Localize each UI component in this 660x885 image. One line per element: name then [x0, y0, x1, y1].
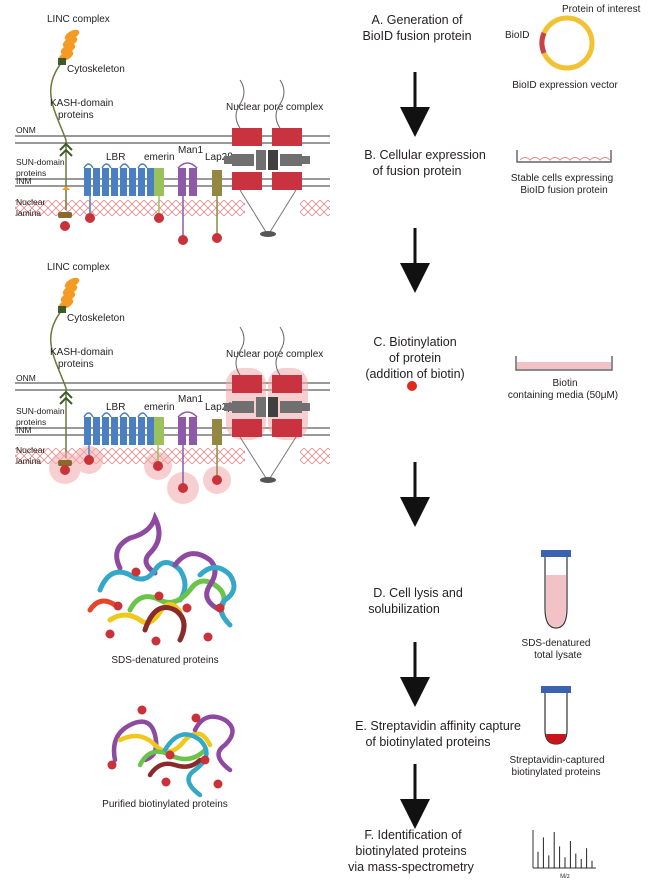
svg-text:B. Cellular expression: B. Cellular expression — [364, 148, 486, 162]
svg-text:via mass-spectrometry: via mass-spectrometry — [348, 860, 474, 874]
nuclear-pore-complex — [224, 79, 310, 237]
step-f: F. Identification of biotinylated protei… — [348, 828, 474, 874]
svg-text:of fusion protein: of fusion protein — [373, 164, 462, 178]
linc-complex-label-2: LINC complex — [47, 262, 110, 273]
bioid-label: BioID — [505, 30, 529, 41]
sun-label-line2-2: proteins — [16, 417, 46, 427]
vector-caption: BioID expression vector — [512, 80, 618, 91]
lbr-label: LBR — [106, 152, 125, 163]
cytoskeleton-anchor — [58, 58, 66, 65]
man1-label-2: Man1 — [178, 394, 203, 405]
svg-text:C. Biotinylation: C. Biotinylation — [373, 335, 456, 349]
kash-label-line1-2: KASH-domain — [50, 347, 113, 358]
svg-text:biotinylated proteins: biotinylated proteins — [512, 767, 601, 778]
kash-label-line1: KASH-domain — [50, 98, 113, 109]
step-e: E. Streptavidin affinity capture of biot… — [355, 719, 521, 749]
nuclear-envelope-panel-2: ONM INM LINC complex Cytoskeleton KASH-d… — [15, 262, 330, 504]
man1-protein — [178, 168, 186, 196]
denatured-biotin-dots — [105, 567, 225, 646]
svg-text:Biotin: Biotin — [552, 378, 577, 389]
svg-text:BioID fusion protein: BioID fusion protein — [362, 29, 471, 43]
cell-dish: Stable cells expressing BioID fusion pro… — [511, 150, 613, 196]
nuclear-envelope-panel-1: ONM INM LINC complex Cytoskeleton KASH-d… — [15, 14, 330, 245]
svg-text:solubilization: solubilization — [368, 602, 440, 616]
onm-label: ONM — [16, 125, 36, 135]
svg-text:D. Cell lysis and: D. Cell lysis and — [373, 586, 463, 600]
svg-text:of biotinylated proteins: of biotinylated proteins — [365, 735, 490, 749]
svg-text:BioID fusion protein: BioID fusion protein — [520, 185, 607, 196]
svg-text:Stable cells expressing: Stable cells expressing — [511, 173, 613, 184]
emerin-label-2: emerin — [144, 402, 175, 413]
biotin-dot — [60, 221, 70, 231]
step-b: B. Cellular expression of fusion protein — [364, 148, 486, 178]
npc-label: Nuclear pore complex — [226, 102, 323, 113]
step-a: A. Generation of BioID fusion protein — [362, 13, 471, 43]
svg-text:containing media (50μM): containing media (50μM) — [508, 390, 618, 401]
onm-label-2: ONM — [16, 373, 36, 383]
spectrum-peaks — [537, 832, 593, 868]
lap2-protein — [212, 170, 222, 196]
protein-of-interest-label: Protein of interest — [562, 4, 641, 15]
linc-complex-label: LINC complex — [47, 14, 110, 25]
svg-text:SDS-denatured: SDS-denatured — [522, 638, 591, 649]
svg-text:E. Streptavidin affinity captu: E. Streptavidin affinity capture — [355, 719, 521, 733]
svg-text:total lysate: total lysate — [534, 650, 582, 661]
emerin-label: emerin — [144, 152, 175, 163]
npc-label-2: Nuclear pore complex — [226, 349, 323, 360]
sds-denatured-proteins-caption: SDS-denatured proteins — [111, 655, 218, 666]
lbr-label-2: LBR — [106, 402, 125, 413]
sun-chevron — [59, 142, 73, 157]
biotin-molecule — [407, 381, 417, 391]
lamina-label-line1-2: Nuclear — [16, 445, 45, 455]
media-dish: Biotin containing media (50μM) — [508, 356, 618, 401]
svg-text:Streptavidin-captured: Streptavidin-captured — [509, 755, 604, 766]
sun-label-line1-2: SUN-domain — [16, 406, 65, 416]
purified-proteins-caption: Purified biotinylated proteins — [102, 799, 228, 810]
sun-label-line2: proteins — [16, 168, 46, 178]
svg-text:(addition of biotin): (addition of biotin) — [365, 367, 464, 381]
lbr-protein — [84, 168, 154, 196]
mz-axis-label: M/z — [560, 874, 570, 880]
mass-spectrum: M/z — [532, 830, 596, 880]
nuclear-lamina-hatch — [15, 200, 245, 216]
lap2-label: Lap2β — [205, 152, 233, 163]
inm-label: INM — [16, 176, 32, 186]
kash-label-line2: proteins — [58, 110, 94, 121]
purified-biotin-dots — [107, 705, 223, 789]
inm-label-2: INM — [16, 425, 32, 435]
capture-tube: Streptavidin-captured biotinylated prote… — [509, 686, 605, 778]
svg-text:A. Generation of: A. Generation of — [371, 13, 463, 27]
emerin-protein — [154, 168, 164, 196]
lamina-label-line2: lamina — [16, 208, 41, 218]
lysate-tube: SDS-denatured total lysate — [522, 550, 591, 661]
svg-text:of protein: of protein — [389, 351, 441, 365]
step-d: D. Cell lysis and solubilization — [368, 586, 463, 616]
kash-label-line2-2: proteins — [58, 359, 94, 370]
svg-text:biotinylated proteins: biotinylated proteins — [355, 844, 466, 858]
svg-text:F. Identification of: F. Identification of — [364, 828, 462, 842]
sds-denatured-proteins-illustration — [87, 511, 237, 643]
purified-proteins-illustration — [111, 714, 235, 798]
cytoskeleton-label-2: Cytoskeleton — [67, 313, 125, 324]
lap2-label-2: Lap2β — [205, 402, 233, 413]
sun-label-line1: SUN-domain — [16, 157, 65, 167]
lamina-label-line1: Nuclear — [16, 197, 45, 207]
man1-label: Man1 — [178, 145, 203, 156]
bioid-expression-vector: Protein of interest BioID BioID expressi… — [505, 4, 641, 91]
lamina-label-line2-2: lamina — [16, 456, 41, 466]
step-c: C. Biotinylation of protein (addition of… — [365, 335, 465, 391]
linc-tether — [49, 61, 67, 210]
cytoskeleton-label: Cytoskeleton — [67, 64, 125, 75]
